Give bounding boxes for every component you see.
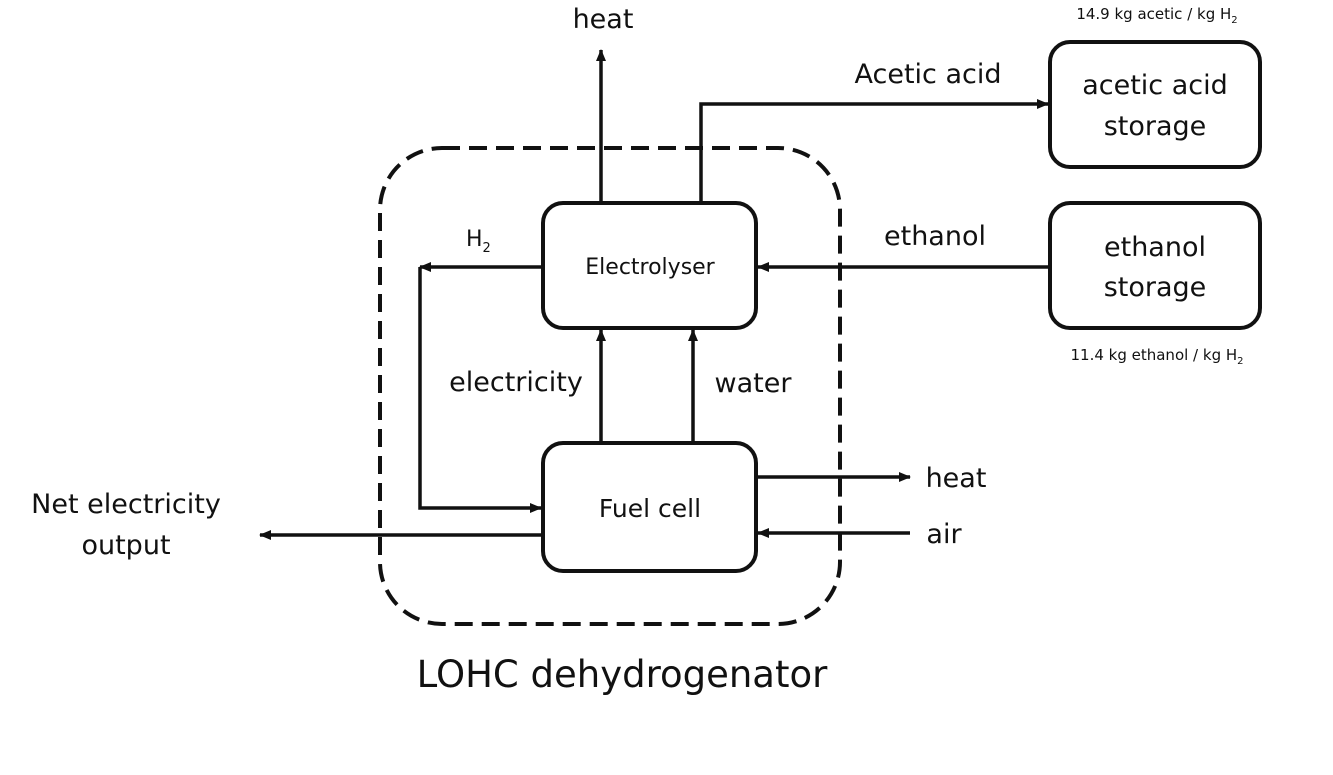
acetic-acid-label: Acetic acid bbox=[855, 59, 1002, 90]
water-label: water bbox=[715, 368, 793, 399]
ethanol-ratio-note: 11.4 kg ethanol / kg H2 bbox=[1070, 346, 1243, 367]
acetic-storage-label-2: storage bbox=[1104, 111, 1207, 142]
net-electricity-label-1: Net electricity bbox=[31, 489, 221, 520]
acetic-ratio-note: 14.9 kg acetic / kg H2 bbox=[1076, 5, 1237, 26]
ethanol-storage-label-1: ethanol bbox=[1104, 232, 1206, 263]
air-label: air bbox=[926, 519, 962, 550]
acetic-acid-storage-box bbox=[1050, 42, 1260, 167]
electrolyser-label: Electrolyser bbox=[585, 255, 715, 280]
ethanol-storage-box bbox=[1050, 203, 1260, 328]
heat-right-label: heat bbox=[926, 463, 987, 494]
h2-label: H2 bbox=[466, 227, 491, 256]
ethanol-flow-label: ethanol bbox=[884, 221, 986, 252]
fuel-cell-label: Fuel cell bbox=[599, 494, 701, 523]
ethanol-storage-label-2: storage bbox=[1104, 272, 1207, 303]
acetic-acid-arrow bbox=[701, 104, 1048, 203]
net-electricity-label-2: output bbox=[81, 530, 170, 561]
heat-top-label: heat bbox=[573, 4, 634, 35]
electricity-label: electricity bbox=[449, 367, 583, 398]
acetic-storage-label-1: acetic acid bbox=[1082, 70, 1228, 101]
diagram-caption: LOHC dehydrogenator bbox=[417, 653, 828, 696]
